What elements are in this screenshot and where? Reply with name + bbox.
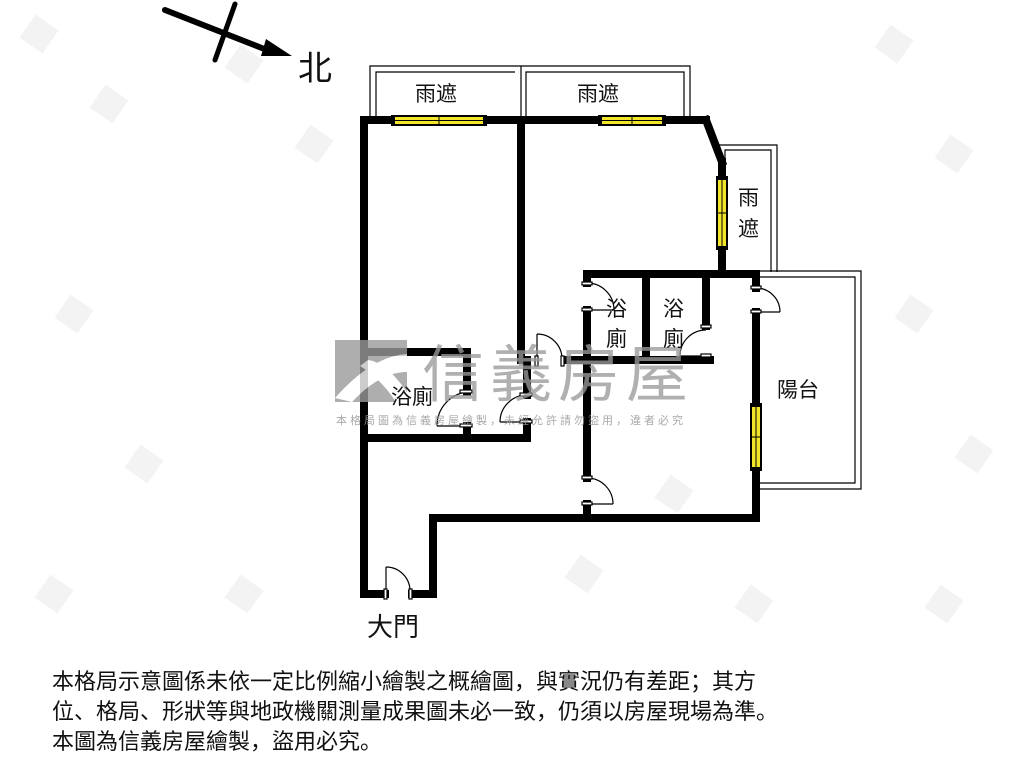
window-right: [716, 176, 728, 250]
label-balcony: 陽台: [777, 378, 819, 402]
compass-cross: [212, 1, 238, 63]
watermark-brand: 信義房屋: [422, 338, 694, 411]
arrow-head-icon: [261, 39, 292, 56]
label-bath-upper-left-2: 廁: [606, 327, 627, 351]
door-main-entrance[interactable]: [383, 566, 413, 600]
door-bath-lower[interactable]: [436, 389, 473, 428]
disclaimer-text: 本格局示意圖係未依一定比例縮小繪製之概繪圖，與實況仍有差距；其方 位、格局、形狀…: [52, 668, 992, 758]
doors: [383, 281, 781, 600]
disclaimer-line-1: 本格局示意圖係未依一定比例縮小繪製之概繪圖，與實況仍有差距；其方: [52, 670, 757, 695]
disclaimer-line-3: 本圖為信義房屋繪製，盜用必究。: [52, 730, 383, 755]
door-bath-upper-right[interactable]: [679, 324, 712, 358]
label-bath-upper-right-2: 廁: [663, 327, 684, 351]
label-canopy-right-2: 遮: [738, 217, 759, 241]
door-middle-room[interactable]: [534, 333, 565, 367]
brand-logo-icon: [335, 340, 407, 402]
windows: [391, 115, 762, 471]
north-arrow: 北: [162, 1, 332, 89]
door-side-room[interactable]: [499, 392, 533, 424]
door-lower-room[interactable]: [581, 475, 614, 506]
label-bath-lower: 浴廁: [391, 385, 433, 409]
background-watermark-pattern: [19, 14, 994, 624]
door-bath-upper-left[interactable]: [581, 281, 615, 312]
brand-watermark: 信義房屋 本格局圖為信義房屋繪製，未經允許請勿盜用，違者必究: [335, 338, 694, 427]
label-canopy-right-1: 雨: [738, 186, 759, 210]
label-canopy-top-left: 雨遮: [415, 82, 457, 106]
label-main-door: 大門: [367, 613, 419, 643]
compass-stroke: [162, 7, 275, 55]
north-label: 北: [298, 49, 332, 89]
window-top-left: [391, 115, 487, 126]
label-bath-upper-right-1: 浴: [663, 297, 684, 321]
window-top-right: [598, 115, 666, 126]
watermark-notice: 本格局圖為信義房屋繪製，未經允許請勿盜用，違者必究: [336, 413, 686, 427]
label-canopy-top-right: 雨遮: [577, 82, 619, 106]
label-bath-upper-left-1: 浴: [606, 297, 627, 321]
canopy-outlines: [369, 65, 862, 490]
door-balcony[interactable]: [750, 285, 781, 314]
room-labels: 雨遮 雨遮 雨 遮 浴 廁 浴 廁 浴廁 陽台 大門: [367, 82, 819, 643]
disclaimer-line-2: 位、格局、形狀等與地政機關測量成果圖未必一致，仍須以房屋現場為準。: [52, 700, 779, 725]
window-balcony: [750, 403, 762, 471]
